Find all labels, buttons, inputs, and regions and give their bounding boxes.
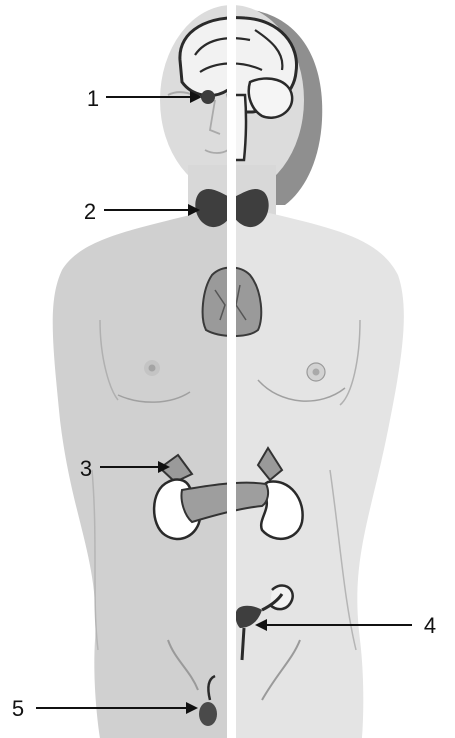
vagina	[242, 628, 244, 660]
label-5: 5	[12, 696, 24, 721]
testis	[199, 702, 217, 726]
right-nipple	[307, 363, 325, 381]
label-3: 3	[80, 456, 92, 481]
cerebellum	[249, 78, 292, 117]
label-2: 2	[84, 199, 96, 224]
pituitary-gland	[201, 90, 215, 104]
label-1: 1	[87, 86, 99, 111]
left-nipple	[144, 360, 160, 376]
label-4: 4	[424, 613, 436, 638]
midline-divider	[227, 0, 236, 738]
